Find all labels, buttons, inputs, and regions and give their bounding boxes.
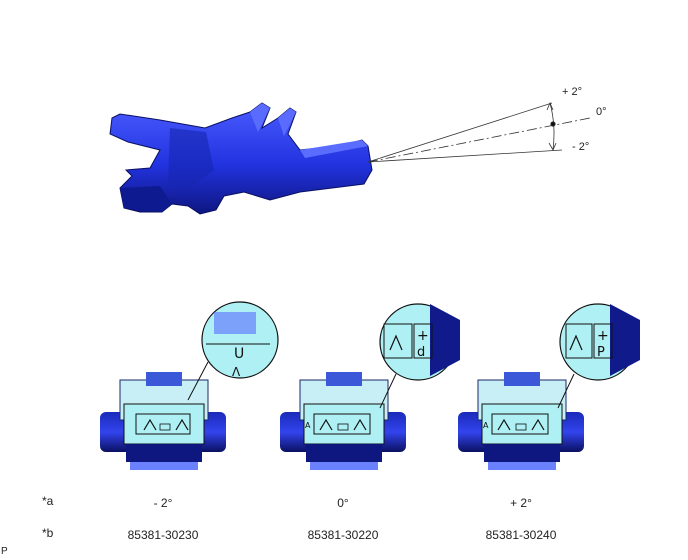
row-a-col-2: 0° <box>337 496 349 510</box>
angle-label-minus: - 2° <box>572 141 590 153</box>
zoom-mark-3-plus: + <box>597 328 609 344</box>
zoom-mark-1a: U <box>234 346 244 362</box>
row-a-col-1: - 2° <box>153 496 173 510</box>
sensor-2-mark-a: A <box>305 421 311 430</box>
sensor-top-view <box>109 102 373 215</box>
row-b-col-2: 85381-30220 <box>307 528 379 542</box>
corner-mark: P <box>1 546 8 557</box>
row-key-b: *b <box>42 526 54 540</box>
row-a-col-3: + 2° <box>510 496 532 510</box>
sensor-front-view-1: U Λ <box>100 301 279 470</box>
zoom-mark-3-p: P <box>597 345 605 360</box>
zoom-mark-1b: Λ <box>232 365 241 379</box>
angle-indicator <box>367 101 591 163</box>
sensor-front-view-2: A + d <box>280 303 460 470</box>
sensor-front-view-3: A + P <box>458 303 640 470</box>
zoom-mark-2-d: d <box>417 345 425 360</box>
row-b-col-1: 85381-30230 <box>127 528 199 542</box>
sensor-3-mark-a: A <box>483 421 489 430</box>
row-b-col-3: 85381-30240 <box>485 528 557 542</box>
row-key-a: *a <box>42 494 54 508</box>
angle-label-zero: 0° <box>596 106 607 118</box>
zoom-mark-2-plus: + <box>417 328 429 344</box>
angle-label-plus: + 2° <box>562 86 582 98</box>
